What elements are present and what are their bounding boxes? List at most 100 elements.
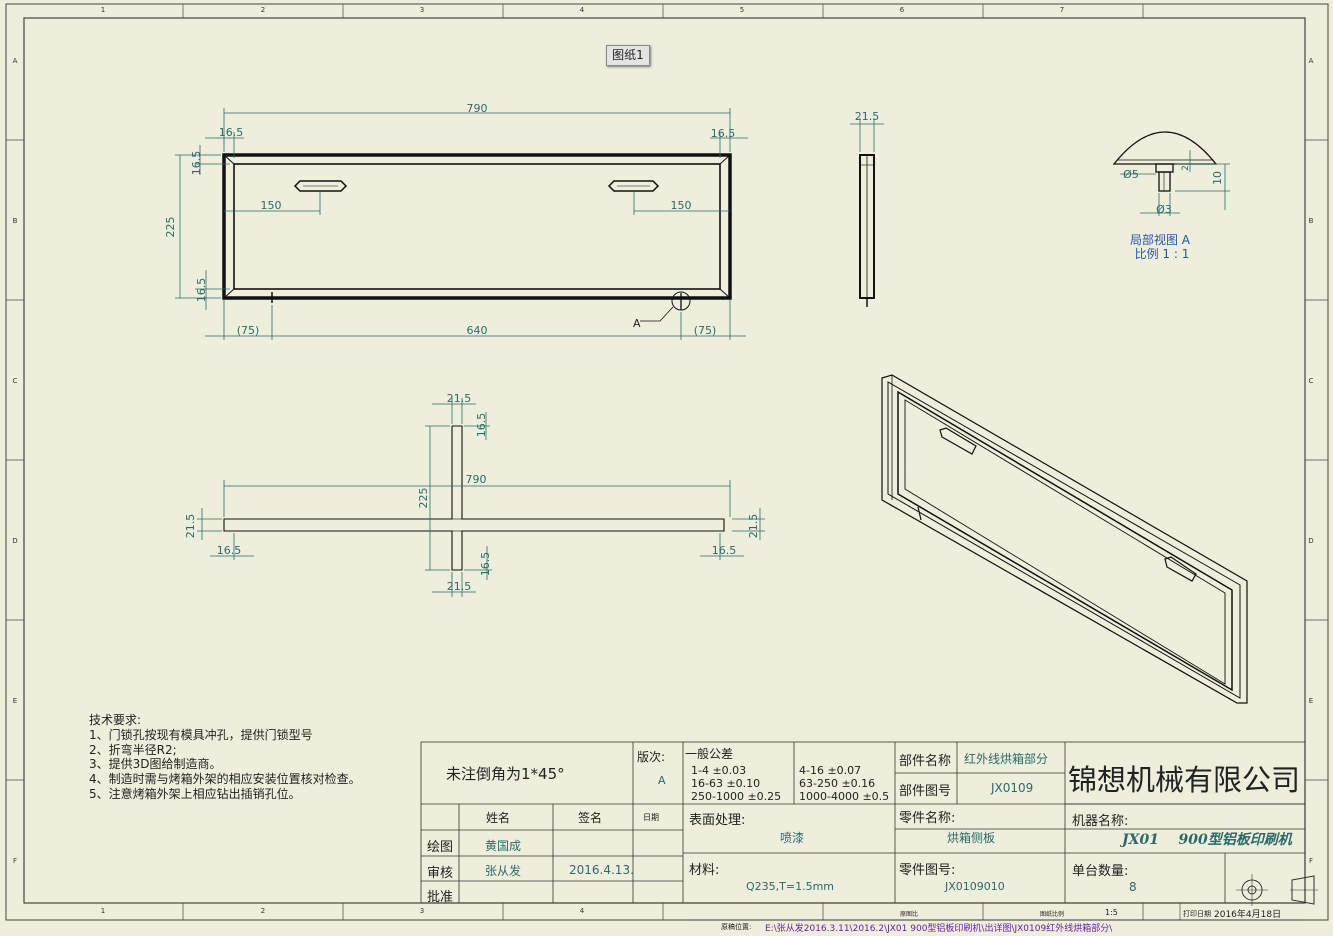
row-label: E: [13, 697, 17, 705]
part-number-value: JX0109: [991, 781, 1034, 795]
col-label: 7: [1060, 6, 1064, 14]
dim-right-margin: 16.5: [711, 127, 736, 140]
col-label: 6: [900, 6, 905, 14]
dim-detail-height: 10: [1211, 171, 1224, 185]
qty-label: 单台数量:: [1072, 864, 1129, 879]
dim-flat-top-flange: 21.5: [447, 392, 472, 405]
dim-top-margin: 16.5: [190, 151, 203, 176]
drawn-label: 绘图: [427, 840, 454, 855]
col-label: 1: [101, 6, 105, 14]
footer-date: 2016年4月18日: [1214, 910, 1282, 920]
front-dimensions: [175, 108, 748, 340]
checked-label: 审核: [427, 866, 454, 881]
tolerance-left-2: 16-63 ±0.10: [691, 777, 761, 790]
tolerance-left-3: 250-1000 ±0.25: [691, 790, 782, 803]
tolerance-right-2: 63-250 ±0.16: [799, 777, 876, 790]
revision-value: A: [658, 774, 666, 787]
col-date-header: 日期: [643, 813, 659, 822]
approved-label: 批准: [427, 890, 454, 905]
callout-a: A: [633, 317, 641, 330]
surface-label: 表面处理:: [689, 813, 746, 828]
detail-scale: 比例 1 : 1: [1135, 247, 1190, 261]
isometric-view: [881, 374, 1248, 704]
tech-item: 4、制造时需与烤箱外架的相应安装位置核对检查。: [89, 772, 361, 787]
row-label: B: [13, 217, 18, 225]
title-block-grid: [420, 741, 1306, 904]
dim-hole-left: 150: [261, 199, 282, 212]
drawn-name: 黄国成: [485, 839, 522, 853]
dim-flat-bottom-flange: 21.5: [447, 580, 472, 593]
dim-side-thickness: 21.5: [855, 110, 880, 123]
tolerance-left-1: 1-4 ±0.03: [691, 764, 747, 777]
sheet-tab[interactable]: 图纸1: [606, 45, 650, 66]
tech-item: 1、门锁孔按现有模具冲孔，提供门锁型号: [89, 727, 313, 742]
dim-bottom-right: (75): [694, 324, 717, 337]
tolerance-right-3: 1000-4000 ±0.5: [799, 790, 890, 803]
machine-value: JX01 900型铝板印刷机: [1122, 832, 1292, 848]
col-label: 4: [580, 6, 585, 14]
col-label: 3: [420, 6, 424, 14]
dim-detail-small: 2: [1181, 165, 1191, 171]
col-label: 3: [420, 907, 424, 915]
dim-hole-right: 150: [671, 199, 692, 212]
dim-flat-bottom-tab: 16.5: [479, 552, 492, 577]
row-label: C: [13, 377, 18, 385]
footer-original-label: 原图比: [900, 911, 919, 918]
component-name-label: 零件名称:: [899, 811, 956, 826]
qty-value: 8: [1129, 880, 1137, 894]
technical-requirements: 技术要求: 1、门锁孔按现有模具冲孔，提供门锁型号 2、折弯半径R2; 3、提供…: [89, 713, 419, 802]
detail-dimension-labels: Ø5 Ø3 10 2: [1123, 165, 1224, 216]
flat-dimensions: [197, 398, 765, 597]
part-name-label: 部件名称: [899, 754, 952, 769]
footer-date-label: 打印日期: [1183, 910, 1211, 918]
dim-left-margin: 16.5: [219, 126, 244, 139]
side-view: [859, 154, 875, 307]
detail-caption: 局部视图 A 比例 1 : 1: [1130, 232, 1191, 261]
dim-flat-right-flange: 21.5: [747, 514, 760, 539]
row-label: F: [1309, 857, 1313, 865]
dim-bottom-span: 640: [467, 324, 488, 337]
row-label: C: [1309, 377, 1314, 385]
file-path-label: 原稿位置:: [721, 923, 752, 931]
front-dimension-labels: 790 16.5 16.5 16.5 225 16.5 150 150 (75)…: [164, 102, 735, 337]
row-label: B: [1309, 217, 1314, 225]
row-label: A: [13, 57, 18, 65]
dim-height: 225: [164, 217, 177, 238]
row-label: E: [1309, 697, 1313, 705]
file-path: E:\张从发2016.3.11\2016.2\JX01 900型铝板印刷机\出详…: [765, 924, 1113, 934]
dim-flat-left-flange: 21.5: [184, 514, 197, 539]
footer-row: [683, 903, 1305, 921]
revision-label: 版次:: [637, 750, 666, 764]
row-label: D: [12, 537, 17, 545]
detail-title: 局部视图 A: [1130, 232, 1191, 247]
row-label: D: [1308, 537, 1313, 545]
material-label: 材料:: [689, 863, 720, 878]
col-sign-header: 签名: [578, 811, 603, 825]
border-labels: 1 2 3 4 5 6 7 A B C D E F A B C D E F 1 …: [12, 6, 1313, 915]
col-name-header: 姓名: [486, 811, 511, 825]
dim-flat-top-tab: 16.5: [475, 413, 488, 438]
footer-scale-label: 图纸比例: [1040, 911, 1065, 918]
dim-flat-right-tab: 16.5: [712, 544, 737, 557]
row-label: A: [1309, 57, 1314, 65]
dim-flat-height: 225: [417, 488, 430, 509]
component-number-label: 零件图号:: [899, 863, 956, 878]
col-label: 2: [261, 6, 265, 14]
checked-date: 2016.4.13.: [569, 863, 634, 877]
front-view: [222, 153, 732, 322]
tech-heading: 技术要求:: [89, 713, 142, 727]
company-name: 锦想机械有限公司: [1068, 763, 1301, 797]
col-label: 2: [261, 907, 265, 915]
dim-width: 790: [467, 102, 488, 115]
tolerance-label: 一般公差: [685, 747, 734, 761]
machine-label: 机器名称:: [1072, 814, 1129, 829]
component-number-value: JX0109010: [945, 880, 1005, 893]
detail-view-a: [1112, 131, 1218, 192]
chamfer-note: 未注倒角为1*45°: [446, 765, 565, 783]
dim-dia-small: Ø3: [1156, 203, 1172, 216]
col-label: 5: [740, 6, 744, 14]
tolerance-right-1: 4-16 ±0.07: [799, 764, 862, 777]
dim-flat-width: 790: [466, 473, 487, 486]
projection-symbol: [1236, 874, 1318, 906]
